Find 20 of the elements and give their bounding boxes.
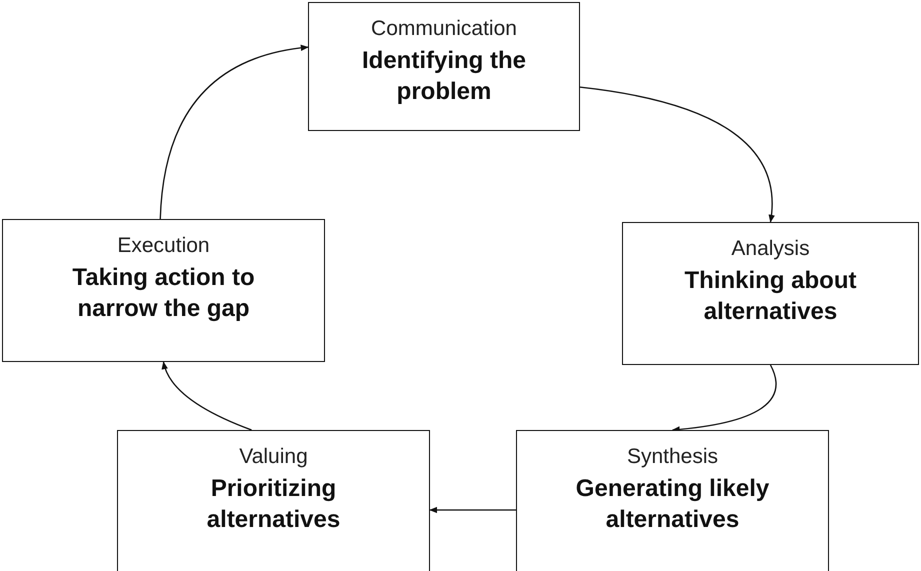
process-box bbox=[308, 2, 580, 131]
process-box bbox=[622, 222, 919, 365]
stage-name: Communication bbox=[371, 17, 517, 41]
stage-name: Execution bbox=[117, 234, 210, 258]
arrow bbox=[580, 86, 774, 223]
stage-description: Generating likely alternatives bbox=[574, 474, 770, 536]
arrow bbox=[162, 361, 252, 431]
process-box bbox=[516, 430, 829, 571]
stage-description: Taking action to narrow the gap bbox=[71, 263, 256, 324]
process-box bbox=[117, 430, 430, 571]
arrow bbox=[672, 364, 777, 432]
stage-name: Synthesis bbox=[626, 445, 718, 469]
stage-description: Thinking about alternatives bbox=[684, 266, 858, 328]
stage-name: Analysis bbox=[731, 237, 810, 261]
stage-description: Identifying the problem bbox=[361, 46, 527, 108]
stage-description: Prioritizing alternatives bbox=[206, 474, 342, 536]
arrow bbox=[429, 506, 516, 514]
arrow bbox=[160, 44, 309, 220]
stage-name: Valuing bbox=[239, 445, 308, 469]
process-box bbox=[2, 219, 325, 362]
